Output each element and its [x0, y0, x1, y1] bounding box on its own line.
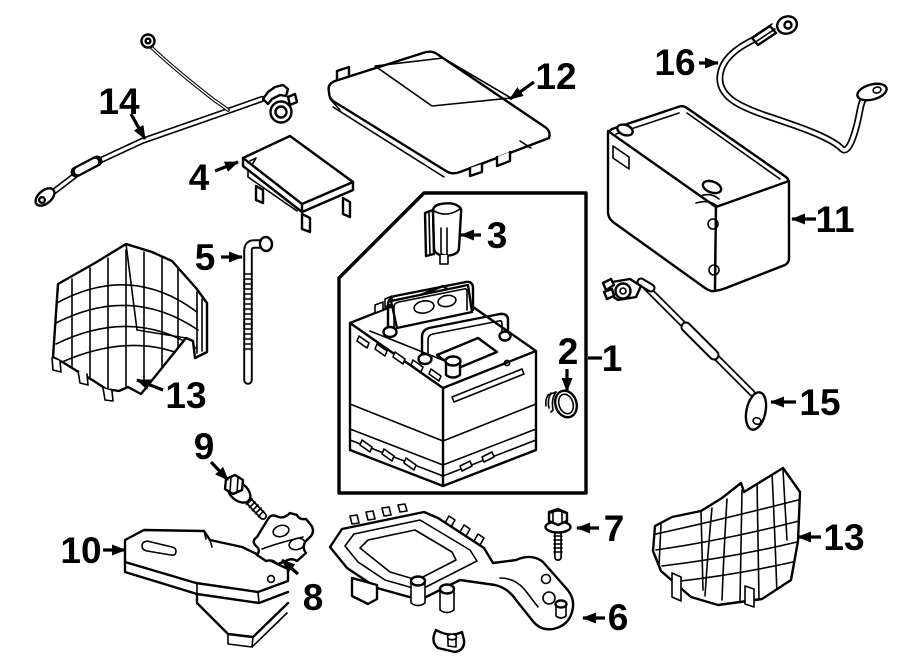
part-baffle-plate: [241, 134, 355, 234]
callout-labels: 14 4 12 16 11 3 5 2 1 13 15 9 10 8 7 6 1…: [60, 42, 864, 638]
part-battery-tray: [328, 503, 575, 654]
callout-label-7: 7: [604, 508, 625, 549]
part-battery-assembly-box: [337, 191, 588, 495]
callout-label-13-front: 13: [165, 375, 206, 416]
part-terminal-cover: [423, 202, 463, 265]
callout-label-13-rear: 13: [823, 517, 864, 558]
part-mounting-bolt: [223, 473, 267, 520]
callout-label-14: 14: [98, 81, 140, 122]
hose-ribs: [243, 273, 253, 350]
callout-label-3: 3: [487, 215, 508, 256]
part-battery-cover: [327, 50, 551, 178]
callout-label-1: 1: [602, 338, 623, 379]
callout-label-10: 10: [60, 530, 101, 571]
callout-label-2: 2: [558, 331, 579, 372]
part-battery-shield-front: [51, 242, 209, 402]
callout-label-12: 12: [535, 56, 576, 97]
part-auxiliary-battery: [606, 105, 791, 293]
part-ground-cable: [716, 15, 888, 154]
callout-label-15: 15: [799, 382, 840, 423]
callout-label-5: 5: [195, 237, 216, 278]
callout-label-8: 8: [303, 577, 324, 618]
callout-label-6: 6: [608, 597, 629, 638]
callout-label-9: 9: [194, 426, 215, 467]
callout-arrows: [103, 57, 821, 624]
part-vent-hose: [243, 235, 274, 385]
part-hold-down-bolt: [544, 507, 572, 561]
part-support-tray: [123, 528, 290, 648]
part-battery-shield-rear: [651, 466, 802, 608]
callout-label-11: 11: [815, 199, 854, 240]
part-negative-battery-cable: [601, 277, 768, 431]
callout-label-16: 16: [654, 42, 695, 83]
part-hold-down-clamp: [252, 511, 315, 566]
callout-label-4: 4: [189, 157, 210, 198]
part-positive-battery-cable: [34, 33, 299, 207]
part-battery: [348, 280, 538, 488]
